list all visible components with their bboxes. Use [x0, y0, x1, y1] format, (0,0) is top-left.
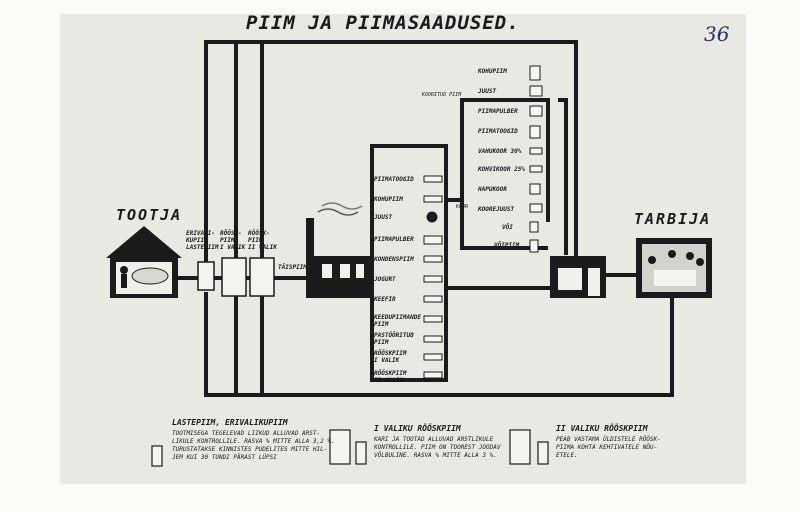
dairy-product-label: JUUST: [374, 214, 393, 221]
processed-product-label: VAHUKOOR 30%: [478, 148, 522, 155]
processing-loop: [446, 98, 550, 222]
processed-product-label: KOHUPIIM: [478, 68, 507, 75]
note-3-heading: II VALIKU RÖÖSKPIIM: [556, 424, 648, 433]
dairy-product-label: PIIMAPULBER: [374, 236, 414, 243]
pipe-bottom-loop: [204, 275, 674, 397]
branch-label-skim: KOORITUD PIIM: [422, 92, 462, 98]
note-2-body: KARI JA TOOTAD ALLUVAD ARSTLIKULE KONTRO…: [374, 436, 501, 459]
processed-product-label: KOOREJUUST: [478, 206, 515, 213]
dairy-product-label: PASTÖÖRITUD PIIM: [374, 332, 414, 346]
processed-product-icons: [529, 65, 543, 253]
processed-product-label: KOHVIKOOR 25%: [478, 166, 525, 173]
note-2-heading: I VALIKU RÖÖSKPIIM: [374, 424, 461, 433]
poster-title: PIIM JA PIIMASAADUSED.: [246, 12, 520, 34]
consumer-scene: [636, 238, 712, 298]
collection-cans: [197, 257, 275, 297]
note-1-body: TOOTMISEGA TEGELEVAD LIIKUD ALLUVAD ARST…: [172, 430, 335, 461]
processed-product-label: JUUST: [478, 88, 497, 95]
branch-label-cream: KOOR: [456, 204, 469, 210]
pipe-network: [178, 40, 674, 397]
dairy-product-label: RÖÖSKPIIM II VALIK: [374, 370, 407, 384]
page-number: 36: [704, 22, 730, 46]
producer-barn: [106, 226, 182, 298]
dairy-product-label: KONDENSPIIM: [374, 256, 414, 263]
processing-lower: [460, 200, 548, 250]
collection-label-1: ERIVALI- KUPIIM LASTEPIIM: [186, 230, 219, 251]
pipe-to-store: [444, 248, 552, 290]
processed-product-label: HAPUKOOR: [478, 186, 507, 193]
dairy-product-label: PIIMATOOGID: [374, 176, 414, 183]
processed-product-label: VÕIPIIM: [494, 242, 520, 249]
processed-product-label: PIIMAPULBER: [478, 108, 518, 115]
shop-building: [550, 256, 606, 298]
poster-board: [60, 14, 746, 484]
dairy-column: [370, 144, 448, 382]
pipe-side: [558, 98, 568, 255]
dairy-product-label: KOHUPIIM: [374, 196, 403, 203]
collection-label-2: RÖÖSK- PIIM I VALIK: [220, 230, 246, 251]
dairy-product-label: KEEDUPIIMANDE PIIM: [374, 314, 421, 328]
dairy-product-label: KEEFIR: [374, 296, 396, 303]
dairy-product-label: JOGURT: [374, 276, 396, 283]
processed-product-label: VÕI: [502, 224, 513, 231]
note-bottles: [151, 429, 549, 467]
producer-label: TOOTJA: [116, 206, 183, 224]
dairy-product-icons: [423, 175, 443, 379]
pipe-outer-loop: [204, 40, 578, 262]
factory-building: [306, 202, 370, 298]
dairy-product-label: RÖÖSKPIIM I VALIK: [374, 350, 407, 364]
transport-label: TÄISPIIM: [278, 264, 307, 271]
note-1-heading: LASTEPIIM, ERIVALIKUPIIM: [172, 418, 288, 427]
processed-product-label: PIIMATOOGID: [478, 128, 518, 135]
note-3-body: PEAB VASTAMA ÜLDISTELE RÖÖSK- PIIMA KOHT…: [556, 436, 661, 459]
collection-label-3: RÖÖSK- PIIM II VALIK: [248, 230, 277, 251]
consumer-label: TARBIJA: [634, 210, 712, 228]
